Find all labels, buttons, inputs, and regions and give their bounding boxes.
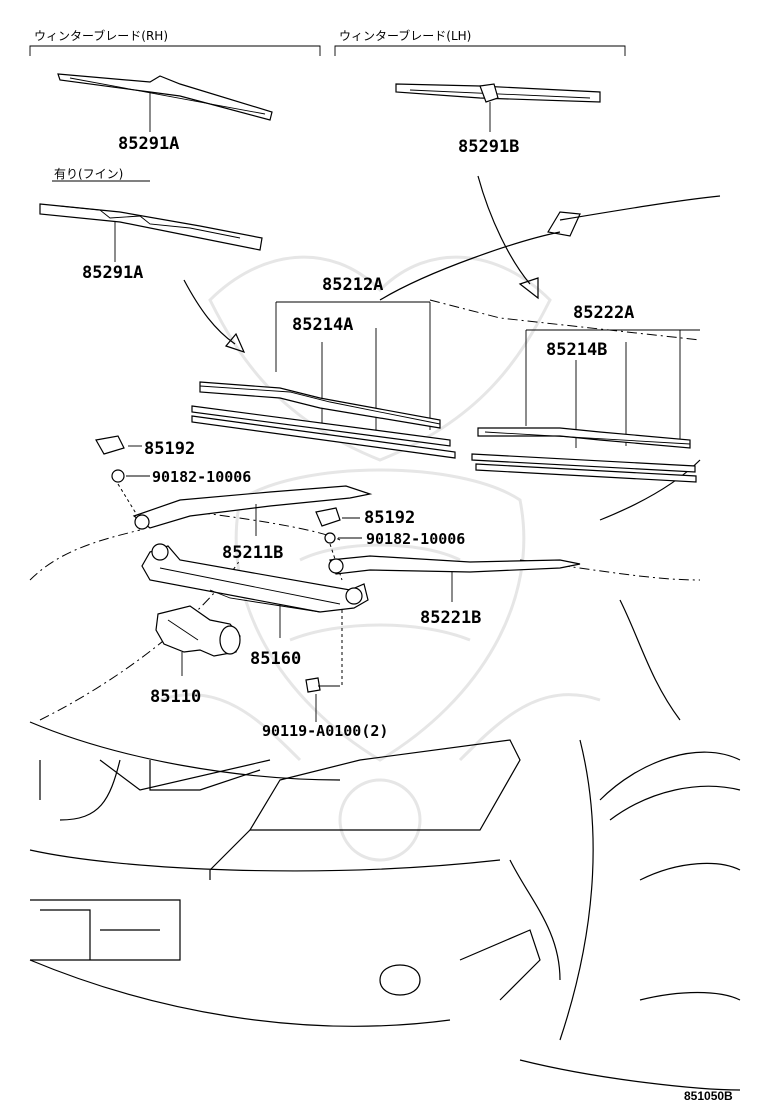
with-fin-label: 有り(フイン) (54, 167, 123, 181)
pivot-cap-right: 85192 (315, 507, 415, 528)
part-90119: 90119-A0100(2) (262, 722, 388, 740)
part-85221b: 85221B (420, 608, 481, 628)
blade-assembly-lh: 85222A 85214B (471, 303, 700, 483)
wiper-link: 85160 (141, 543, 369, 686)
part-85214a: 85214A (292, 315, 353, 335)
winter-blade-rh: 85291A (57, 73, 273, 154)
pivot-cap-left: 85192 (95, 435, 195, 459)
watermark-emblem (159, 255, 601, 862)
part-90182-right: 90182-10006 (366, 530, 465, 548)
winter-blade-with-fin: 有り(フイン) 85291A (39, 167, 263, 283)
diagram-code: 851050B (684, 1089, 733, 1103)
part-85291a-fin: 85291A (82, 263, 143, 283)
wiper-motor: 85110 (150, 605, 241, 707)
wiper-arm-rh: 85211B (132, 485, 373, 563)
arrow-left (183, 279, 246, 353)
part-85211b: 85211B (222, 543, 283, 563)
arrow-right (477, 175, 539, 300)
part-85222a: 85222A (573, 303, 634, 323)
nut-left: 90182-10006 (111, 468, 251, 521)
part-85192-right: 85192 (364, 508, 415, 528)
mounting-bolt: 90119-A0100(2) (262, 677, 388, 740)
wiper-arm-lh: 85221B (328, 555, 581, 628)
blade-rh-bracket: ウィンターブレード(RH) (29, 28, 321, 56)
part-85291b: 85291B (458, 137, 519, 157)
blade-lh-bracket: ウィンターブレード(LH) (334, 28, 626, 56)
part-85214b: 85214B (546, 340, 607, 360)
blade-lh-header: ウィンターブレード(LH) (339, 28, 471, 43)
part-85192-left: 85192 (144, 439, 195, 459)
part-90182-left: 90182-10006 (152, 468, 251, 486)
part-85160: 85160 (250, 649, 301, 669)
part-85291a-top: 85291A (118, 134, 179, 154)
winter-blade-lh: 85291B (395, 83, 601, 157)
blade-assembly-rh: 85212A 85214A (191, 275, 456, 459)
blade-rh-header: ウィンターブレード(RH) (34, 28, 168, 43)
part-85212a: 85212A (322, 275, 383, 295)
part-85110: 85110 (150, 687, 201, 707)
